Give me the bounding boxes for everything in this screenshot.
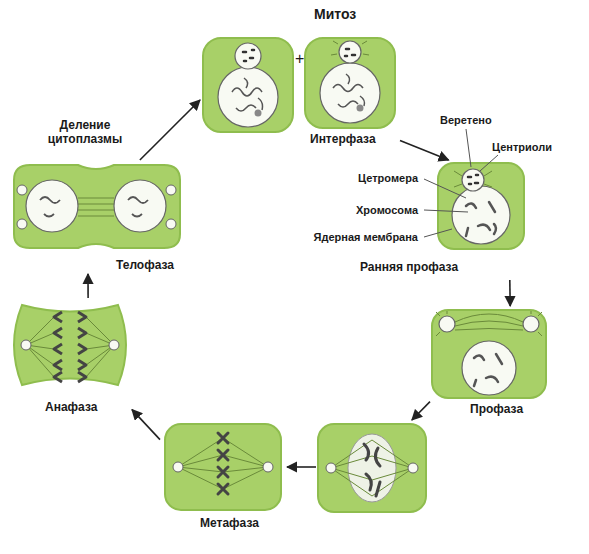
daughter-cell bbox=[203, 38, 293, 132]
interphase-cell bbox=[305, 38, 395, 128]
chromosome-region bbox=[348, 434, 396, 502]
metaphase-cell bbox=[165, 424, 281, 510]
nucleus bbox=[320, 63, 380, 123]
prophase-cell bbox=[432, 310, 546, 398]
nucleus bbox=[26, 180, 78, 232]
part-label: Цетромера bbox=[358, 172, 418, 185]
diagram-title: Митоз bbox=[314, 6, 356, 23]
phase-label: Анафаза bbox=[45, 400, 97, 414]
edge-label: Деление цитоплазмы bbox=[35, 118, 135, 146]
phase-cell-group: Анафаза bbox=[10, 298, 132, 418]
centriole bbox=[243, 50, 254, 61]
chromatin bbox=[232, 78, 263, 111]
chromosome bbox=[474, 354, 502, 386]
spindle-pole bbox=[173, 462, 183, 472]
chromatin bbox=[40, 197, 148, 217]
cycle-arrow bbox=[400, 140, 449, 160]
phase-cell-group: Профаза bbox=[430, 306, 548, 424]
spindle-pole bbox=[109, 340, 119, 350]
part-label: Центриоли bbox=[492, 141, 552, 154]
cycle-arrow bbox=[412, 402, 430, 420]
chromosome bbox=[364, 444, 380, 496]
spindle-pole bbox=[263, 462, 273, 472]
stage-arrow bbox=[287, 466, 316, 468]
centrosome bbox=[439, 316, 455, 332]
aster-rays bbox=[331, 41, 369, 55]
spindle-fibres bbox=[178, 438, 268, 489]
phase-cell-group: Интерфаза bbox=[200, 30, 400, 150]
chromosome bbox=[466, 202, 496, 236]
chromosome bbox=[54, 312, 86, 382]
cell-body bbox=[165, 424, 281, 510]
phase-cell-group: Метафаза bbox=[160, 420, 428, 535]
spindle-pole bbox=[326, 463, 336, 473]
nucleus bbox=[218, 67, 278, 127]
phase-label: Профаза bbox=[470, 402, 523, 416]
early-prophase-cell bbox=[438, 163, 524, 249]
part-label: Хромосома bbox=[356, 204, 418, 217]
phase-label: Метафаза bbox=[200, 516, 259, 530]
centrosome bbox=[17, 185, 27, 195]
cell-body bbox=[203, 38, 293, 132]
nucleolus bbox=[255, 110, 262, 117]
nucleus bbox=[462, 341, 516, 395]
spindle-fibres bbox=[455, 314, 523, 330]
centrosome bbox=[166, 185, 176, 195]
cell-body bbox=[14, 165, 180, 248]
cell-body bbox=[318, 424, 426, 512]
cell-body bbox=[432, 310, 546, 398]
aster-rays bbox=[436, 311, 542, 336]
nucleus bbox=[452, 186, 510, 244]
centrosome bbox=[339, 41, 361, 63]
spindle-pole bbox=[21, 340, 31, 350]
cycle-arrow bbox=[140, 100, 200, 160]
spindle-fibres bbox=[78, 198, 114, 216]
telophase-cell bbox=[14, 165, 180, 248]
centrosome bbox=[235, 43, 261, 69]
phase-label: Ранняя профаза bbox=[360, 260, 458, 274]
nucleus bbox=[114, 180, 166, 232]
centrosome bbox=[462, 169, 484, 191]
cell-body bbox=[305, 38, 395, 128]
part-label: Веретено bbox=[440, 114, 492, 127]
chromatin bbox=[333, 74, 365, 107]
phase-label: Интерфаза bbox=[310, 132, 376, 146]
centrosome bbox=[166, 219, 176, 229]
centriole bbox=[345, 49, 355, 56]
chromosome bbox=[218, 433, 228, 494]
spindle-fibres bbox=[331, 440, 413, 496]
cycle-arrow bbox=[509, 280, 511, 306]
anaphase-cell bbox=[14, 305, 126, 385]
spindle-pole bbox=[408, 463, 418, 473]
prometaphase-cell bbox=[318, 424, 426, 512]
leader-line bbox=[424, 129, 498, 237]
part-label: Ядерная мембрана bbox=[314, 231, 418, 244]
spindle-fibres bbox=[26, 317, 114, 377]
centrosome bbox=[523, 316, 539, 332]
phase-label: Телофаза bbox=[116, 258, 174, 272]
cycle-arrow bbox=[87, 274, 89, 298]
cell-body bbox=[14, 305, 126, 385]
phase-cell-group: Телофаза bbox=[8, 160, 183, 274]
nucleolus bbox=[357, 105, 364, 112]
cycle-arrow bbox=[132, 410, 160, 440]
plus-sign: + bbox=[295, 50, 304, 68]
centrosome bbox=[17, 219, 27, 229]
centriole bbox=[468, 175, 478, 184]
cell-body bbox=[438, 163, 524, 249]
